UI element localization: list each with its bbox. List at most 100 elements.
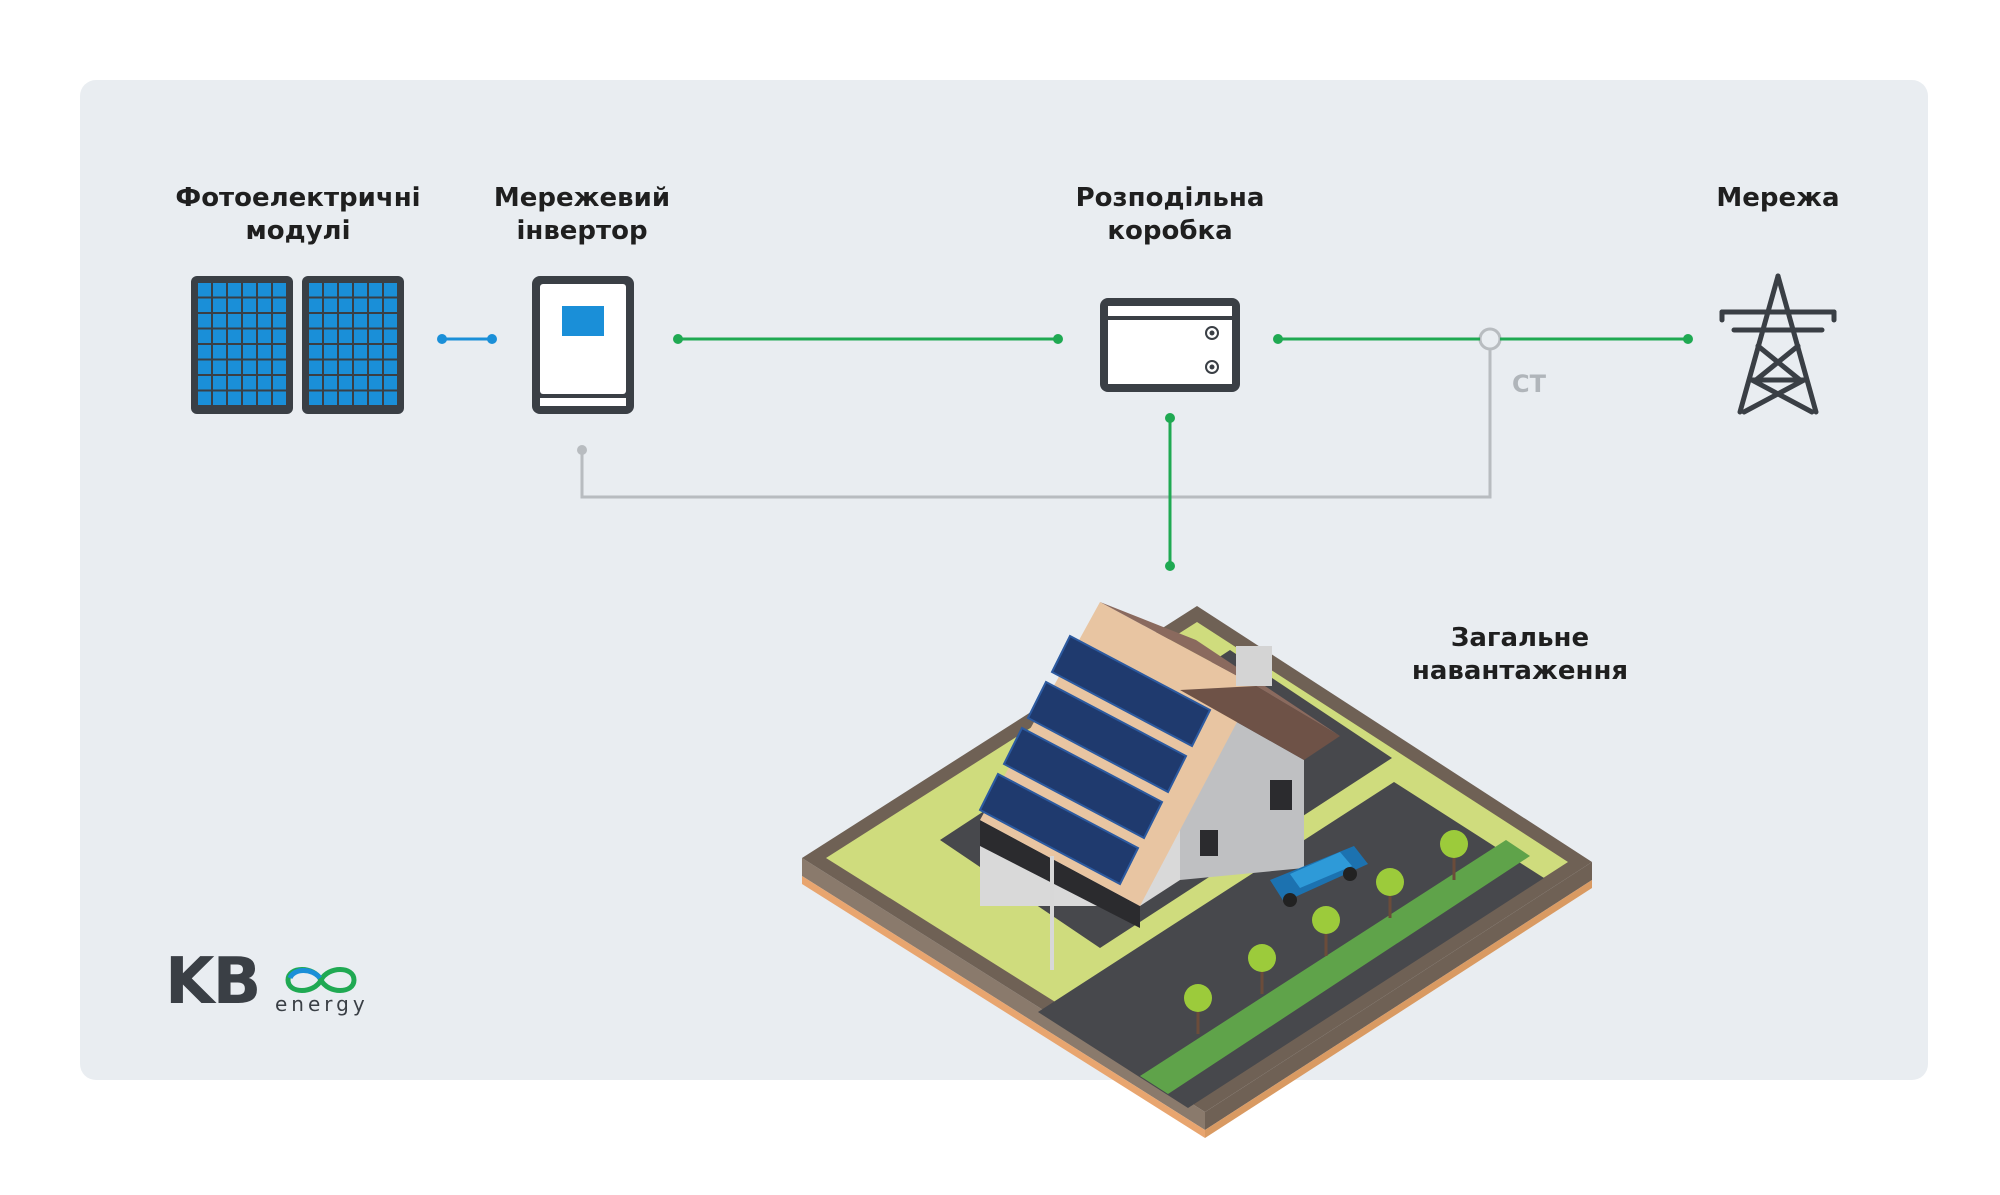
solar-cell [228, 360, 241, 374]
solar-cell [309, 329, 322, 343]
solar-cell [369, 376, 382, 390]
solar-cell [198, 314, 211, 328]
solar-cell [309, 376, 322, 390]
solar-cell [213, 298, 226, 312]
solar-cell [354, 314, 367, 328]
solar-cell [324, 391, 337, 405]
solar-cell [324, 376, 337, 390]
solar-cell [354, 329, 367, 343]
solar-cell [198, 345, 211, 359]
power-tower-icon [1719, 273, 1837, 415]
solar-cell [339, 298, 352, 312]
solar-cell [354, 360, 367, 374]
solar-cell [324, 345, 337, 359]
solar-cell [273, 314, 286, 328]
solar-cell [243, 314, 256, 328]
inverter-icon [532, 276, 634, 414]
solar-cell [369, 298, 382, 312]
solar-cell [384, 360, 397, 374]
solar-cell [384, 329, 397, 343]
solar-cell [213, 376, 226, 390]
solar-cell [339, 376, 352, 390]
house-illustration [802, 602, 1592, 1138]
solar-cell [228, 345, 241, 359]
solar-cell [243, 391, 256, 405]
solar-cell [213, 329, 226, 343]
solar-cell [243, 360, 256, 374]
solar-cell [228, 314, 241, 328]
solar-cell [324, 360, 337, 374]
solar-cell [369, 314, 382, 328]
solar-cell [384, 345, 397, 359]
solar-cell [384, 376, 397, 390]
solar-cell [258, 391, 271, 405]
solar-cell [198, 329, 211, 343]
solar-cell [213, 314, 226, 328]
solar-cell [273, 283, 286, 297]
tree-icon [1376, 868, 1404, 918]
solar-cell [228, 376, 241, 390]
solar-cell [273, 329, 286, 343]
solar-cell [369, 329, 382, 343]
roof-solar-panel [1026, 680, 1188, 794]
solar-cell [354, 283, 367, 297]
solar-cell [309, 345, 322, 359]
solar-cell [243, 376, 256, 390]
distribution-box-icon [1100, 298, 1240, 392]
solar-cell [384, 283, 397, 297]
solar-cell [258, 298, 271, 312]
tree-icon [1248, 944, 1276, 994]
solar-cell [198, 283, 211, 297]
solar-cell [258, 345, 271, 359]
solar-cell [273, 298, 286, 312]
tree-icon [1440, 830, 1468, 880]
solar-cell [198, 360, 211, 374]
solar-cell [273, 391, 286, 405]
solar-cell [324, 283, 337, 297]
solar-cell [243, 329, 256, 343]
solar-cell [258, 283, 271, 297]
solar-cell [258, 360, 271, 374]
solar-cell [324, 329, 337, 343]
solar-cell [198, 298, 211, 312]
solar-cell [309, 314, 322, 328]
solar-cell [198, 391, 211, 405]
solar-cell [228, 329, 241, 343]
roof-solar-panel [1050, 634, 1212, 748]
solar-cell [228, 391, 241, 405]
solar-cell [339, 345, 352, 359]
solar-cell [198, 376, 211, 390]
solar-cell [213, 345, 226, 359]
solar-cell [213, 391, 226, 405]
solar-cell [309, 298, 322, 312]
tree-icon [1184, 984, 1212, 1034]
solar-cell [354, 391, 367, 405]
solar-cell [273, 376, 286, 390]
solar-cell [324, 314, 337, 328]
solar-cell [369, 391, 382, 405]
car-icon [1270, 846, 1368, 907]
ct-label: CT [1512, 370, 1546, 398]
solar-cell [228, 283, 241, 297]
solar-cell [384, 391, 397, 405]
logo-energy: energy [275, 992, 369, 1016]
solar-cell [324, 298, 337, 312]
ac-line-box-load [1165, 413, 1175, 571]
solar-cell [243, 298, 256, 312]
roof-solar-panel [978, 772, 1140, 886]
solar-cell [354, 376, 367, 390]
solar-cell [354, 298, 367, 312]
roof-solar-panel [1002, 726, 1164, 840]
solar-cell [258, 376, 271, 390]
solar-cell [384, 314, 397, 328]
solar-cell [309, 360, 322, 374]
grid-label: Мережа [1716, 183, 1840, 213]
solar-cell [384, 298, 397, 312]
solar-cell [354, 345, 367, 359]
solar-cell [369, 345, 382, 359]
solar-cell [243, 283, 256, 297]
